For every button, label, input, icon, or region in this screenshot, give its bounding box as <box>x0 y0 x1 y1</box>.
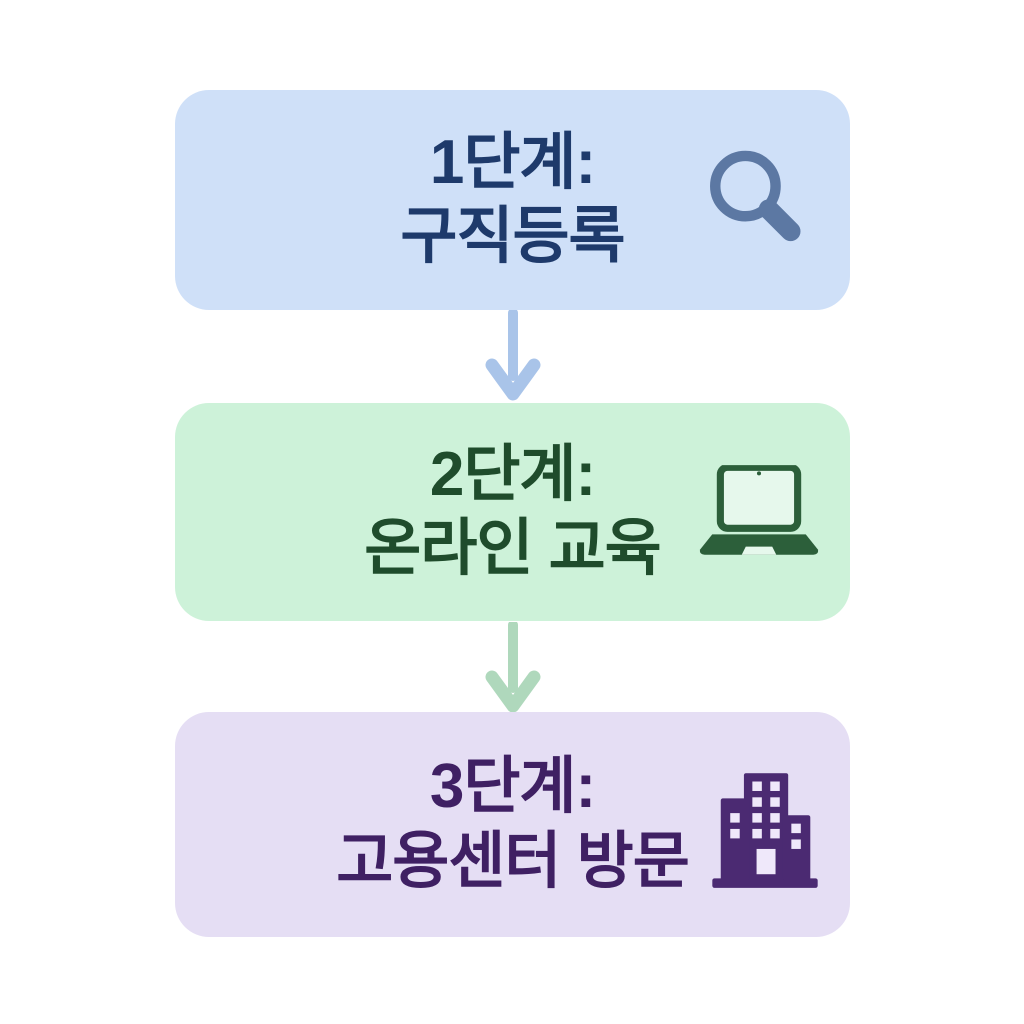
building-icon <box>712 772 818 891</box>
arrow-down-icon <box>483 622 543 714</box>
step-2-subtitle: 온라인 교육 <box>364 514 661 583</box>
search-icon <box>699 142 815 258</box>
laptop-icon <box>698 465 820 567</box>
step-1-title: 1단계: <box>429 127 596 197</box>
step-2-box: 2단계: 온라인 교육 <box>175 403 850 621</box>
step-3-box: 3단계: 고용센터 방문 <box>175 712 850 937</box>
step-2-title: 2단계: <box>429 439 596 509</box>
step-1-subtitle: 구직등록 <box>400 202 625 271</box>
step-1-box: 1단계: 구직등록 <box>175 90 850 310</box>
arrow-down-icon <box>483 310 543 402</box>
step-3-title: 3단계: <box>429 752 596 822</box>
step-3-subtitle: 고용센터 방문 <box>336 826 689 896</box>
